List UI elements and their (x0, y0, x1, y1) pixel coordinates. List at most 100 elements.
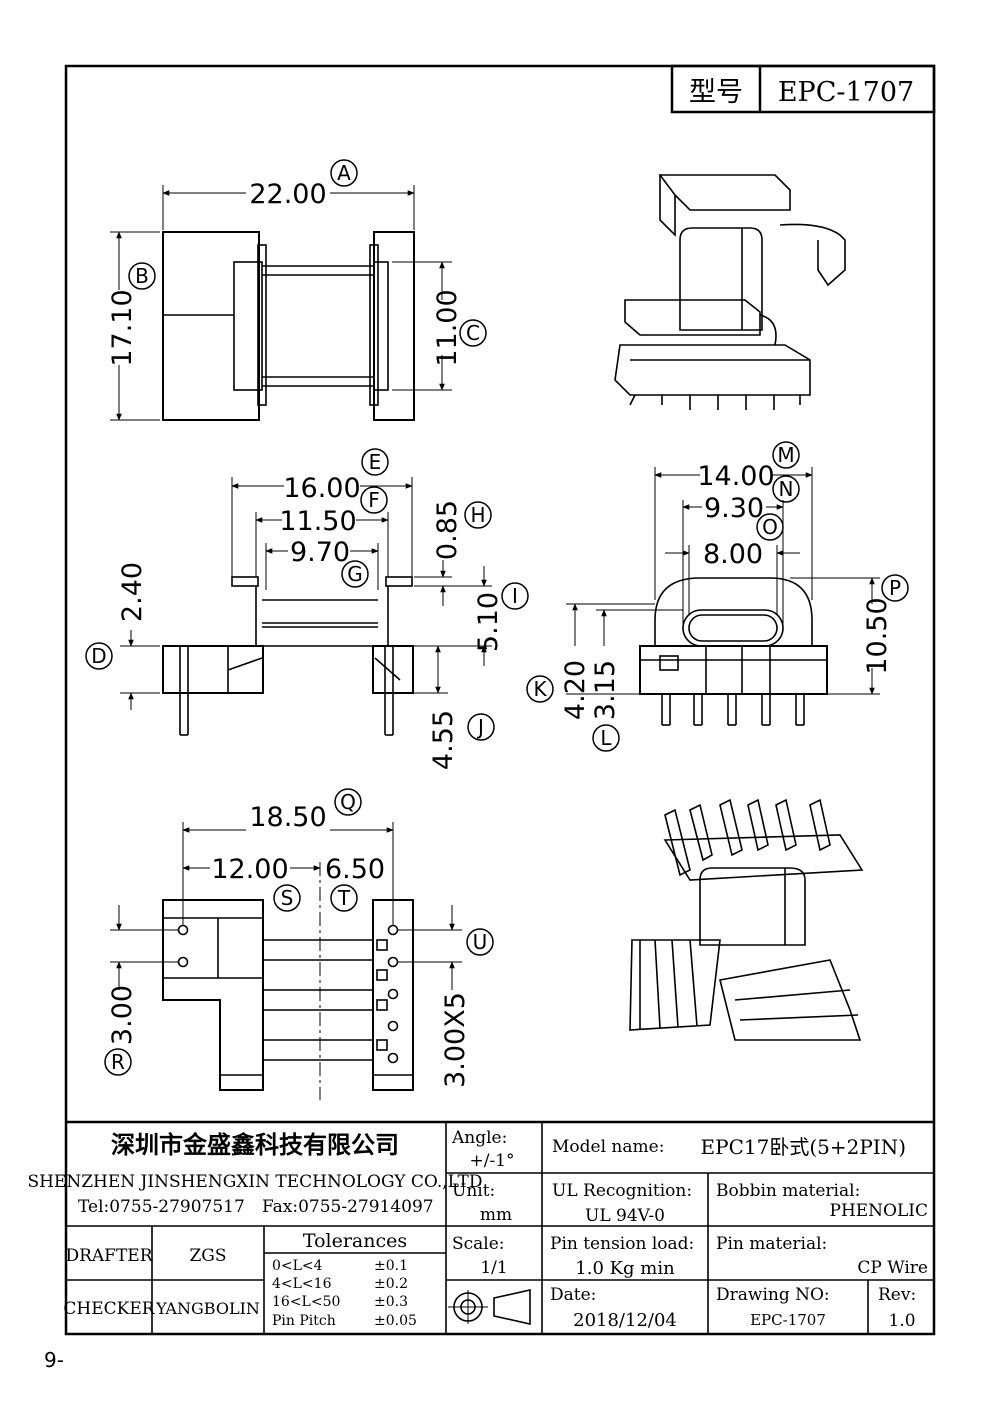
svg-text:N: N (779, 477, 794, 501)
pin-material-value: CP Wire (857, 1258, 928, 1278)
svg-text:I: I (512, 584, 518, 608)
dim-K-value: 4.20 (560, 660, 591, 720)
svg-text:O: O (762, 515, 778, 539)
tolerance-range-2: 4<L<16 (272, 1276, 332, 1292)
bottom-view (110, 822, 462, 1100)
drawing-no-label: Drawing NO: (716, 1285, 830, 1305)
dim-L-value: 3.15 (590, 660, 621, 720)
marker-C: C (459, 319, 487, 347)
dim-E-value: 16.00 (283, 473, 360, 504)
dim-M-value: 14.00 (697, 461, 774, 492)
isometric-view-bottom (629, 798, 864, 1041)
svg-text:E: E (369, 450, 382, 474)
dim-R-value: 3.00 (107, 985, 138, 1045)
tolerance-value-2: ±0.2 (374, 1276, 408, 1292)
sheet-border (64, 64, 936, 1336)
rev-label: Rev: (878, 1285, 916, 1305)
company-fax: Fax:0755-27914097 (262, 1197, 434, 1217)
dim-U-value: 3.00X5 (440, 992, 471, 1088)
marker-F: F (360, 486, 388, 514)
marker-N: N (772, 475, 800, 503)
side-view-top (110, 185, 452, 421)
svg-text:L: L (600, 726, 612, 750)
svg-text:F: F (368, 488, 380, 512)
tolerance-range-4: Pin Pitch (272, 1313, 336, 1329)
svg-text:S: S (281, 886, 294, 910)
marker-O: O (756, 513, 784, 541)
dim-D-value: 2.40 (117, 562, 148, 622)
dim-J-value: 4.55 (428, 710, 459, 770)
svg-text:U: U (473, 930, 488, 954)
dim-Q-value: 18.50 (249, 802, 326, 833)
header-box: 型号 EPC-1707 (670, 64, 936, 114)
company-name-cn: 深圳市金盛鑫科技有限公司 (111, 1130, 399, 1159)
dim-A-value: 22.00 (249, 179, 326, 210)
ul-recognition-label: UL Recognition: (552, 1181, 692, 1201)
tolerance-value-1: ±0.1 (374, 1258, 408, 1274)
marker-D: D (85, 642, 113, 670)
pin-material-label: Pin material: (716, 1234, 827, 1254)
marker-M: M (772, 441, 800, 469)
svg-text:R: R (111, 1050, 125, 1074)
marker-I: I (501, 582, 529, 610)
date-value: 2018/12/04 (573, 1310, 677, 1331)
unit-label: Unit: (452, 1181, 495, 1201)
company-name-en: SHENZHEN JINSHENGXIN TECHNOLOGY CO.,LTD (27, 1172, 482, 1192)
marker-S: S (273, 884, 301, 912)
checker-label: CHECKER (63, 1299, 155, 1319)
drawing-no-value: EPC-1707 (750, 1311, 826, 1329)
marker-T: T (330, 884, 358, 912)
ul-recognition-value: UL 94V-0 (585, 1206, 665, 1226)
dim-F-value: 11.50 (279, 506, 356, 537)
scale-value: 1/1 (480, 1258, 507, 1278)
dim-G-value: 9.70 (290, 537, 350, 568)
drafter-label: DRAFTER (65, 1246, 153, 1266)
marker-E: E (361, 448, 389, 476)
tolerances-header: Tolerances (303, 1230, 407, 1252)
dim-N-value: 9.30 (704, 493, 764, 524)
marker-R: R (104, 1048, 132, 1076)
marker-Q: Q (334, 788, 362, 816)
title-block: 深圳市金盛鑫科技有限公司 SHENZHEN JINSHENGXIN TECHNO… (27, 1120, 934, 1334)
tolerance-value-4: ±0.05 (374, 1313, 417, 1329)
dim-P-value: 10.50 (862, 597, 893, 674)
page-number: 9- (44, 1348, 64, 1372)
bobbin-material-label: Bobbin material: (716, 1181, 860, 1201)
svg-text:P: P (889, 576, 901, 600)
marker-U: U (466, 928, 494, 956)
svg-text:Q: Q (340, 790, 356, 814)
rev-value: 1.0 (888, 1311, 915, 1331)
marker-J: J (467, 713, 495, 741)
dim-C-value: 11.00 (432, 289, 463, 366)
checker-value: YANGBOLIN (155, 1299, 260, 1318)
pin-tension-label: Pin tension load: (550, 1234, 694, 1254)
marker-H: H (464, 501, 492, 529)
marker-P: P (881, 574, 909, 602)
svg-text:B: B (135, 264, 149, 288)
svg-text:T: T (337, 886, 351, 910)
type-label: 型号 (689, 77, 743, 108)
svg-text:J: J (476, 715, 484, 739)
scale-label: Scale: (452, 1234, 505, 1254)
projection-symbol-icon (448, 1289, 531, 1325)
angle-label: Angle: (451, 1128, 507, 1148)
dim-H-value: 0.85 (432, 500, 463, 560)
angle-value: +/-1° (469, 1151, 514, 1171)
model-name-value: EPC17卧式(5+2PIN) (701, 1135, 906, 1159)
drafter-value: ZGS (189, 1246, 226, 1266)
isometric-view-top (614, 174, 846, 410)
marker-L: L (592, 724, 620, 752)
front-view (120, 477, 492, 736)
unit-value: mm (480, 1205, 512, 1225)
dim-I-value: 5.10 (473, 592, 504, 652)
svg-text:A: A (337, 161, 351, 185)
company-tel: Tel:0755-27907517 (78, 1197, 245, 1217)
svg-text:H: H (470, 503, 485, 527)
svg-text:G: G (347, 562, 363, 586)
marker-B: B (128, 262, 156, 290)
marker-G: G (341, 560, 369, 588)
dim-S-value: 12.00 (211, 854, 288, 885)
svg-text:M: M (777, 443, 794, 467)
end-view (566, 467, 880, 726)
